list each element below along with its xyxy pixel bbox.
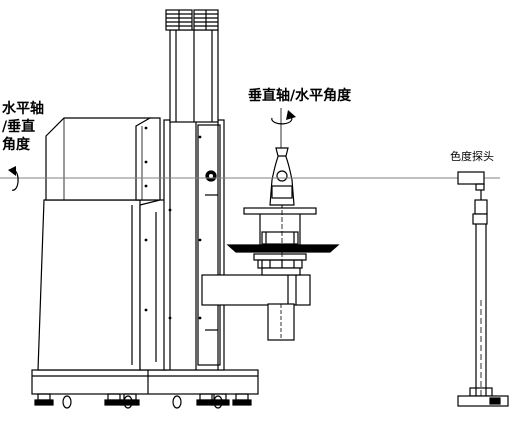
main-column [144,119,225,371]
left-cabinet [37,199,141,371]
rotating-platform [226,244,340,276]
leveling-feet [34,393,252,406]
horizontal-arm [201,274,311,341]
color-probe-stand [457,171,509,407]
top-housing [45,117,161,201]
upper-tower [165,9,219,123]
horizontal-axis-rotation-arrow [8,166,19,191]
lamp-center [276,170,288,182]
left-axis-label-line2: /垂直 [2,119,36,135]
left-axis-label-line1: 水平轴 [2,101,44,117]
vertical-axis-rotation-arrow [271,108,296,148]
vent-grille [165,9,219,31]
inner-panel [139,199,167,371]
base-rail [31,369,259,409]
probe-label: 色度探头 [450,150,494,163]
top-axis-label: 垂直轴/水平角度 [248,88,352,104]
left-axis-label-line3: 角度 [2,137,30,153]
stand-base [457,395,509,407]
caster-wheels [62,395,223,409]
color-probe-head [457,171,485,185]
column-bolts [144,126,202,320]
